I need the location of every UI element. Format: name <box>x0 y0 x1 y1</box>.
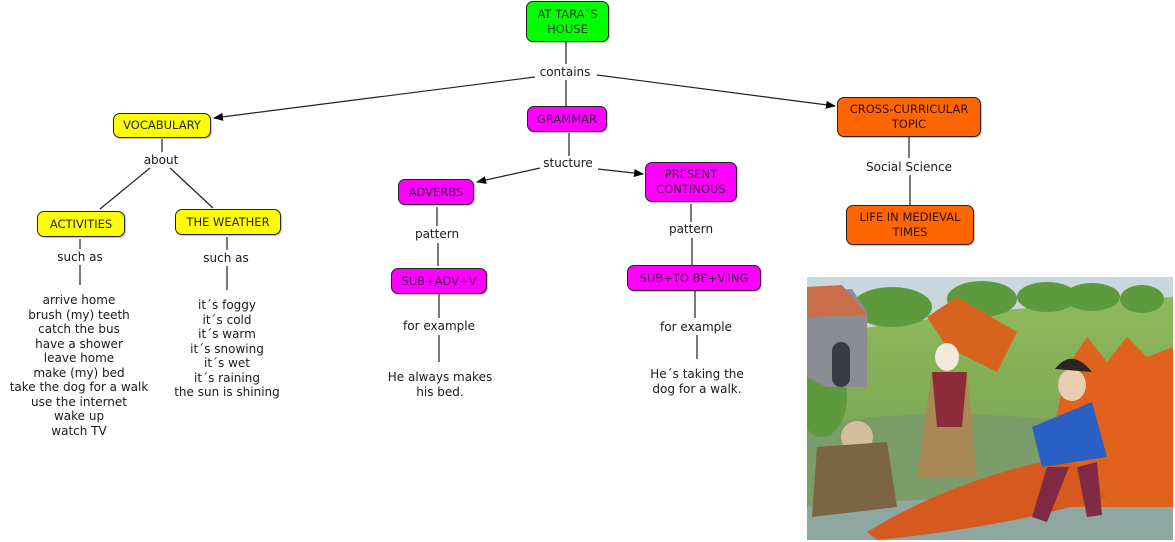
arrow-structure-adverbs <box>476 167 541 184</box>
present-example: He´s taking the dog for a walk. <box>650 367 744 396</box>
list-item: it´s cold <box>202 312 252 327</box>
arrow-structure-present <box>597 168 644 177</box>
node-the-weather[interactable]: THE WEATHER <box>175 209 281 235</box>
list-item: arrive home <box>42 293 116 307</box>
list-item: use the internet <box>30 394 128 409</box>
node-at-taras-house[interactable]: AT TARA´S HOUSE <box>526 1 609 42</box>
line-about-activities <box>99 167 151 210</box>
line-about-weather <box>169 167 214 209</box>
link-contains: contains <box>537 65 593 79</box>
list-item: it´s wet <box>203 356 251 370</box>
node-sub-adv-v[interactable]: SUB+ADV+V <box>391 268 487 294</box>
node-sub-to-be-v-ing[interactable]: SUB+TO BE+V.ING <box>627 265 761 291</box>
example-line: He always makes <box>387 370 493 384</box>
list-item: it´s foggy <box>197 298 257 312</box>
list-item: it´s raining <box>194 370 260 385</box>
node-grammar[interactable]: GRAMMAR <box>527 106 607 132</box>
medieval-harvest-painting <box>807 277 1173 540</box>
link-about: about <box>141 153 181 167</box>
node-vocabulary[interactable]: VOCABULARY <box>113 113 211 138</box>
list-item: have a shower <box>35 336 123 351</box>
list-item: catch the bus <box>38 322 120 336</box>
list-item: watch TV <box>51 423 107 438</box>
list-item: take the dog for a walk <box>9 380 149 394</box>
node-activities[interactable]: ACTIVITIES <box>37 211 125 237</box>
example-line: his bed. <box>416 384 464 399</box>
arrow-contains-vocabulary <box>213 76 536 121</box>
link-pattern-present: pattern <box>666 222 716 236</box>
adverbs-example: He always makes his bed. <box>388 370 492 399</box>
list-item: wake up <box>53 409 105 423</box>
link-such-as-weather: such as <box>201 251 251 265</box>
link-social-science: Social Science <box>864 160 954 174</box>
list-item: leave home <box>43 351 115 365</box>
example-line: dog for a walk. <box>652 381 742 396</box>
example-line: He´s taking the <box>650 367 744 381</box>
list-item: the sun is shining <box>174 385 280 399</box>
arrow-contains-cross <box>596 74 836 109</box>
list-item: make (my) bed <box>33 365 125 380</box>
list-item: it´s snowing <box>190 341 264 356</box>
node-adverbs[interactable]: ADVERBS <box>398 179 474 205</box>
list-item: brush (my) teeth <box>28 307 130 322</box>
list-item: it´s warm <box>198 327 256 341</box>
link-such-as-activities: such as <box>55 250 105 264</box>
painting-illustration <box>807 277 1173 540</box>
link-stucture: stucture <box>541 156 595 170</box>
node-life-in-medieval-times[interactable]: LIFE IN MEDIEVAL TIMES <box>846 205 974 245</box>
link-for-example-adverbs: for example <box>401 319 477 333</box>
node-present-continous[interactable]: PRESENT CONTINOUS <box>645 162 737 202</box>
link-for-example-present: for example <box>658 320 734 334</box>
node-cross-curricular-topic[interactable]: CROSS-CURRICULAR TOPIC <box>837 97 981 137</box>
link-pattern-adverbs: pattern <box>412 227 462 241</box>
